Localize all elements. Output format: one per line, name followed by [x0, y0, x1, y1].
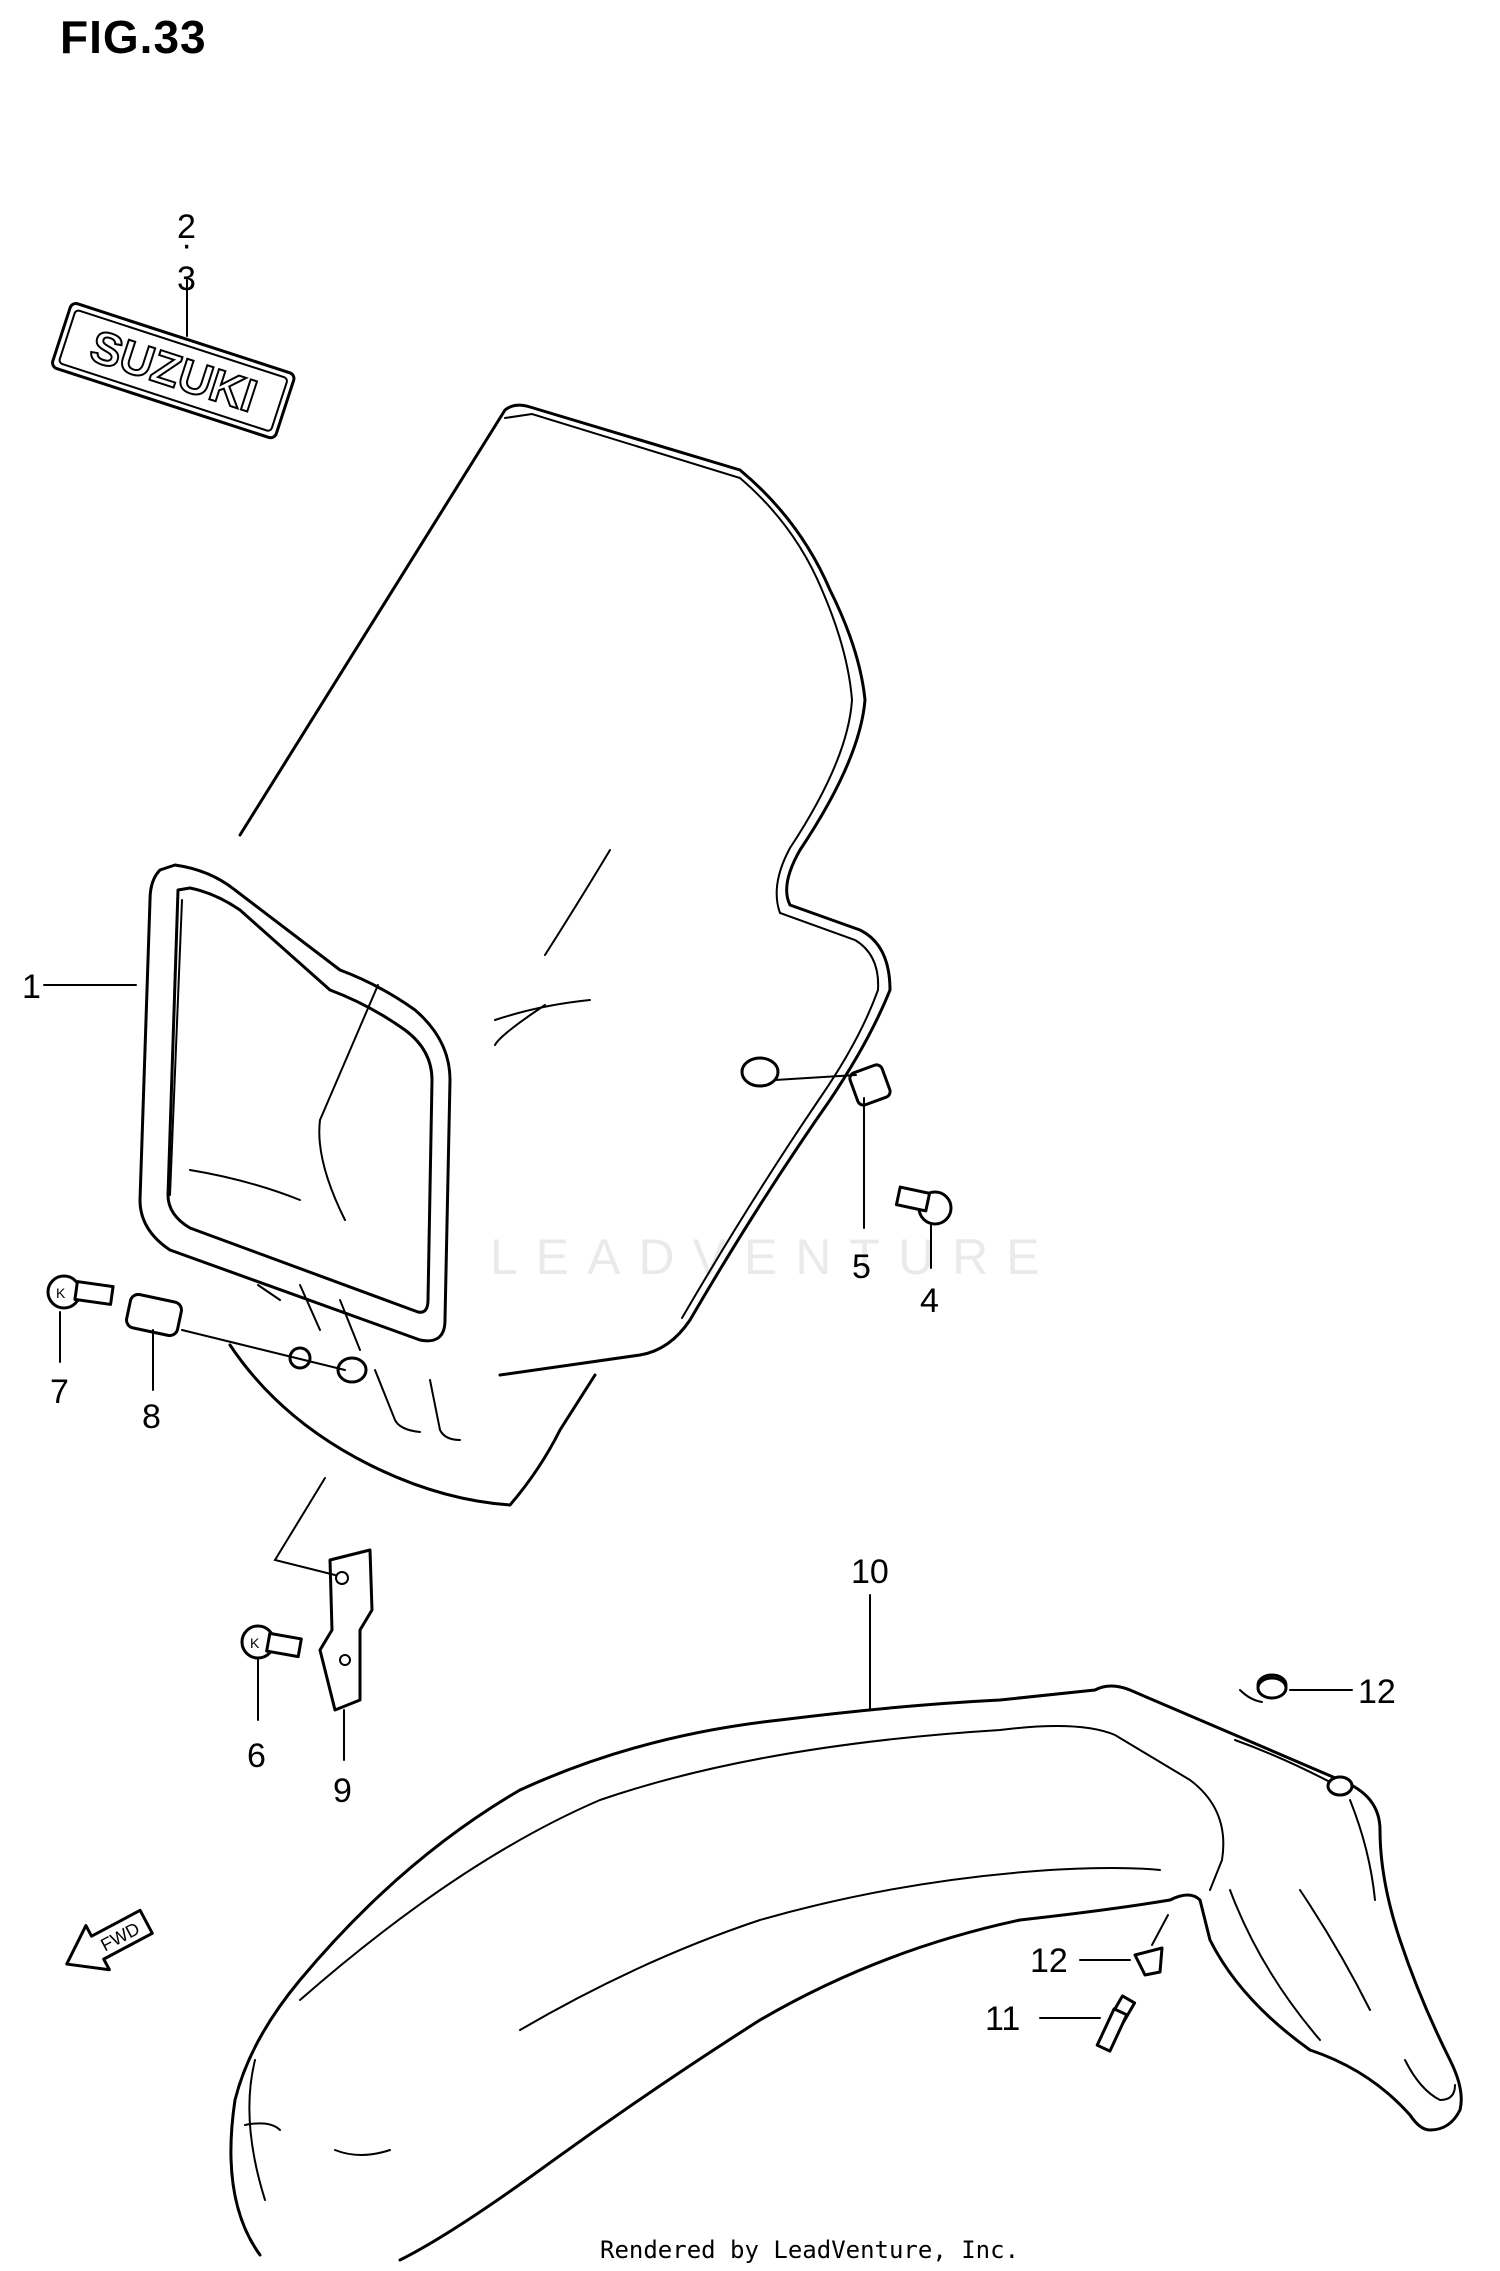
- spacer-right: [774, 1063, 892, 1107]
- callout-5: 5: [852, 1248, 871, 1286]
- headlight-housing: [138, 403, 892, 1507]
- callout-12-lower: 12: [1030, 1942, 1068, 1980]
- suzuki-emblem: SUZUKI: [51, 302, 296, 440]
- callout-8: 8: [142, 1398, 161, 1436]
- callout-11: 11: [985, 2000, 1020, 2038]
- svg-text:K: K: [56, 1285, 66, 1301]
- svg-text:K: K: [250, 1635, 260, 1651]
- callout-2: 2: [177, 208, 196, 246]
- footer-credit: Rendered by LeadVenture, Inc.: [600, 2236, 1020, 2264]
- callout-10: 10: [851, 1553, 889, 1591]
- fwd-arrow-icon: FWD: [65, 1908, 154, 1972]
- washer-lower: [1133, 1914, 1169, 1977]
- fender-bolt: [1095, 1994, 1137, 2053]
- spacer-left: [125, 1292, 346, 1371]
- callout-4: 4: [920, 1282, 939, 1320]
- callout-dot: ·: [181, 226, 192, 264]
- washer-upper: [1256, 1676, 1288, 1700]
- callout-7: 7: [50, 1373, 69, 1411]
- callout-12-upper: 12: [1358, 1673, 1396, 1711]
- callout-1: 1: [22, 968, 41, 1006]
- callout-6: 6: [247, 1737, 266, 1775]
- leader-lines: [43, 279, 1353, 2019]
- screw-left: K: [46, 1274, 115, 1310]
- watermark: LEADVENTURE: [490, 1229, 1058, 1285]
- front-fender: [229, 1673, 1463, 2262]
- figure-title: FIG.33: [60, 11, 207, 63]
- callout-9: 9: [333, 1772, 352, 1810]
- mounting-bracket: [273, 1477, 374, 1712]
- screw-bracket: K: [240, 1624, 303, 1660]
- callout-3: 3: [177, 260, 196, 298]
- screw-right: [894, 1185, 953, 1226]
